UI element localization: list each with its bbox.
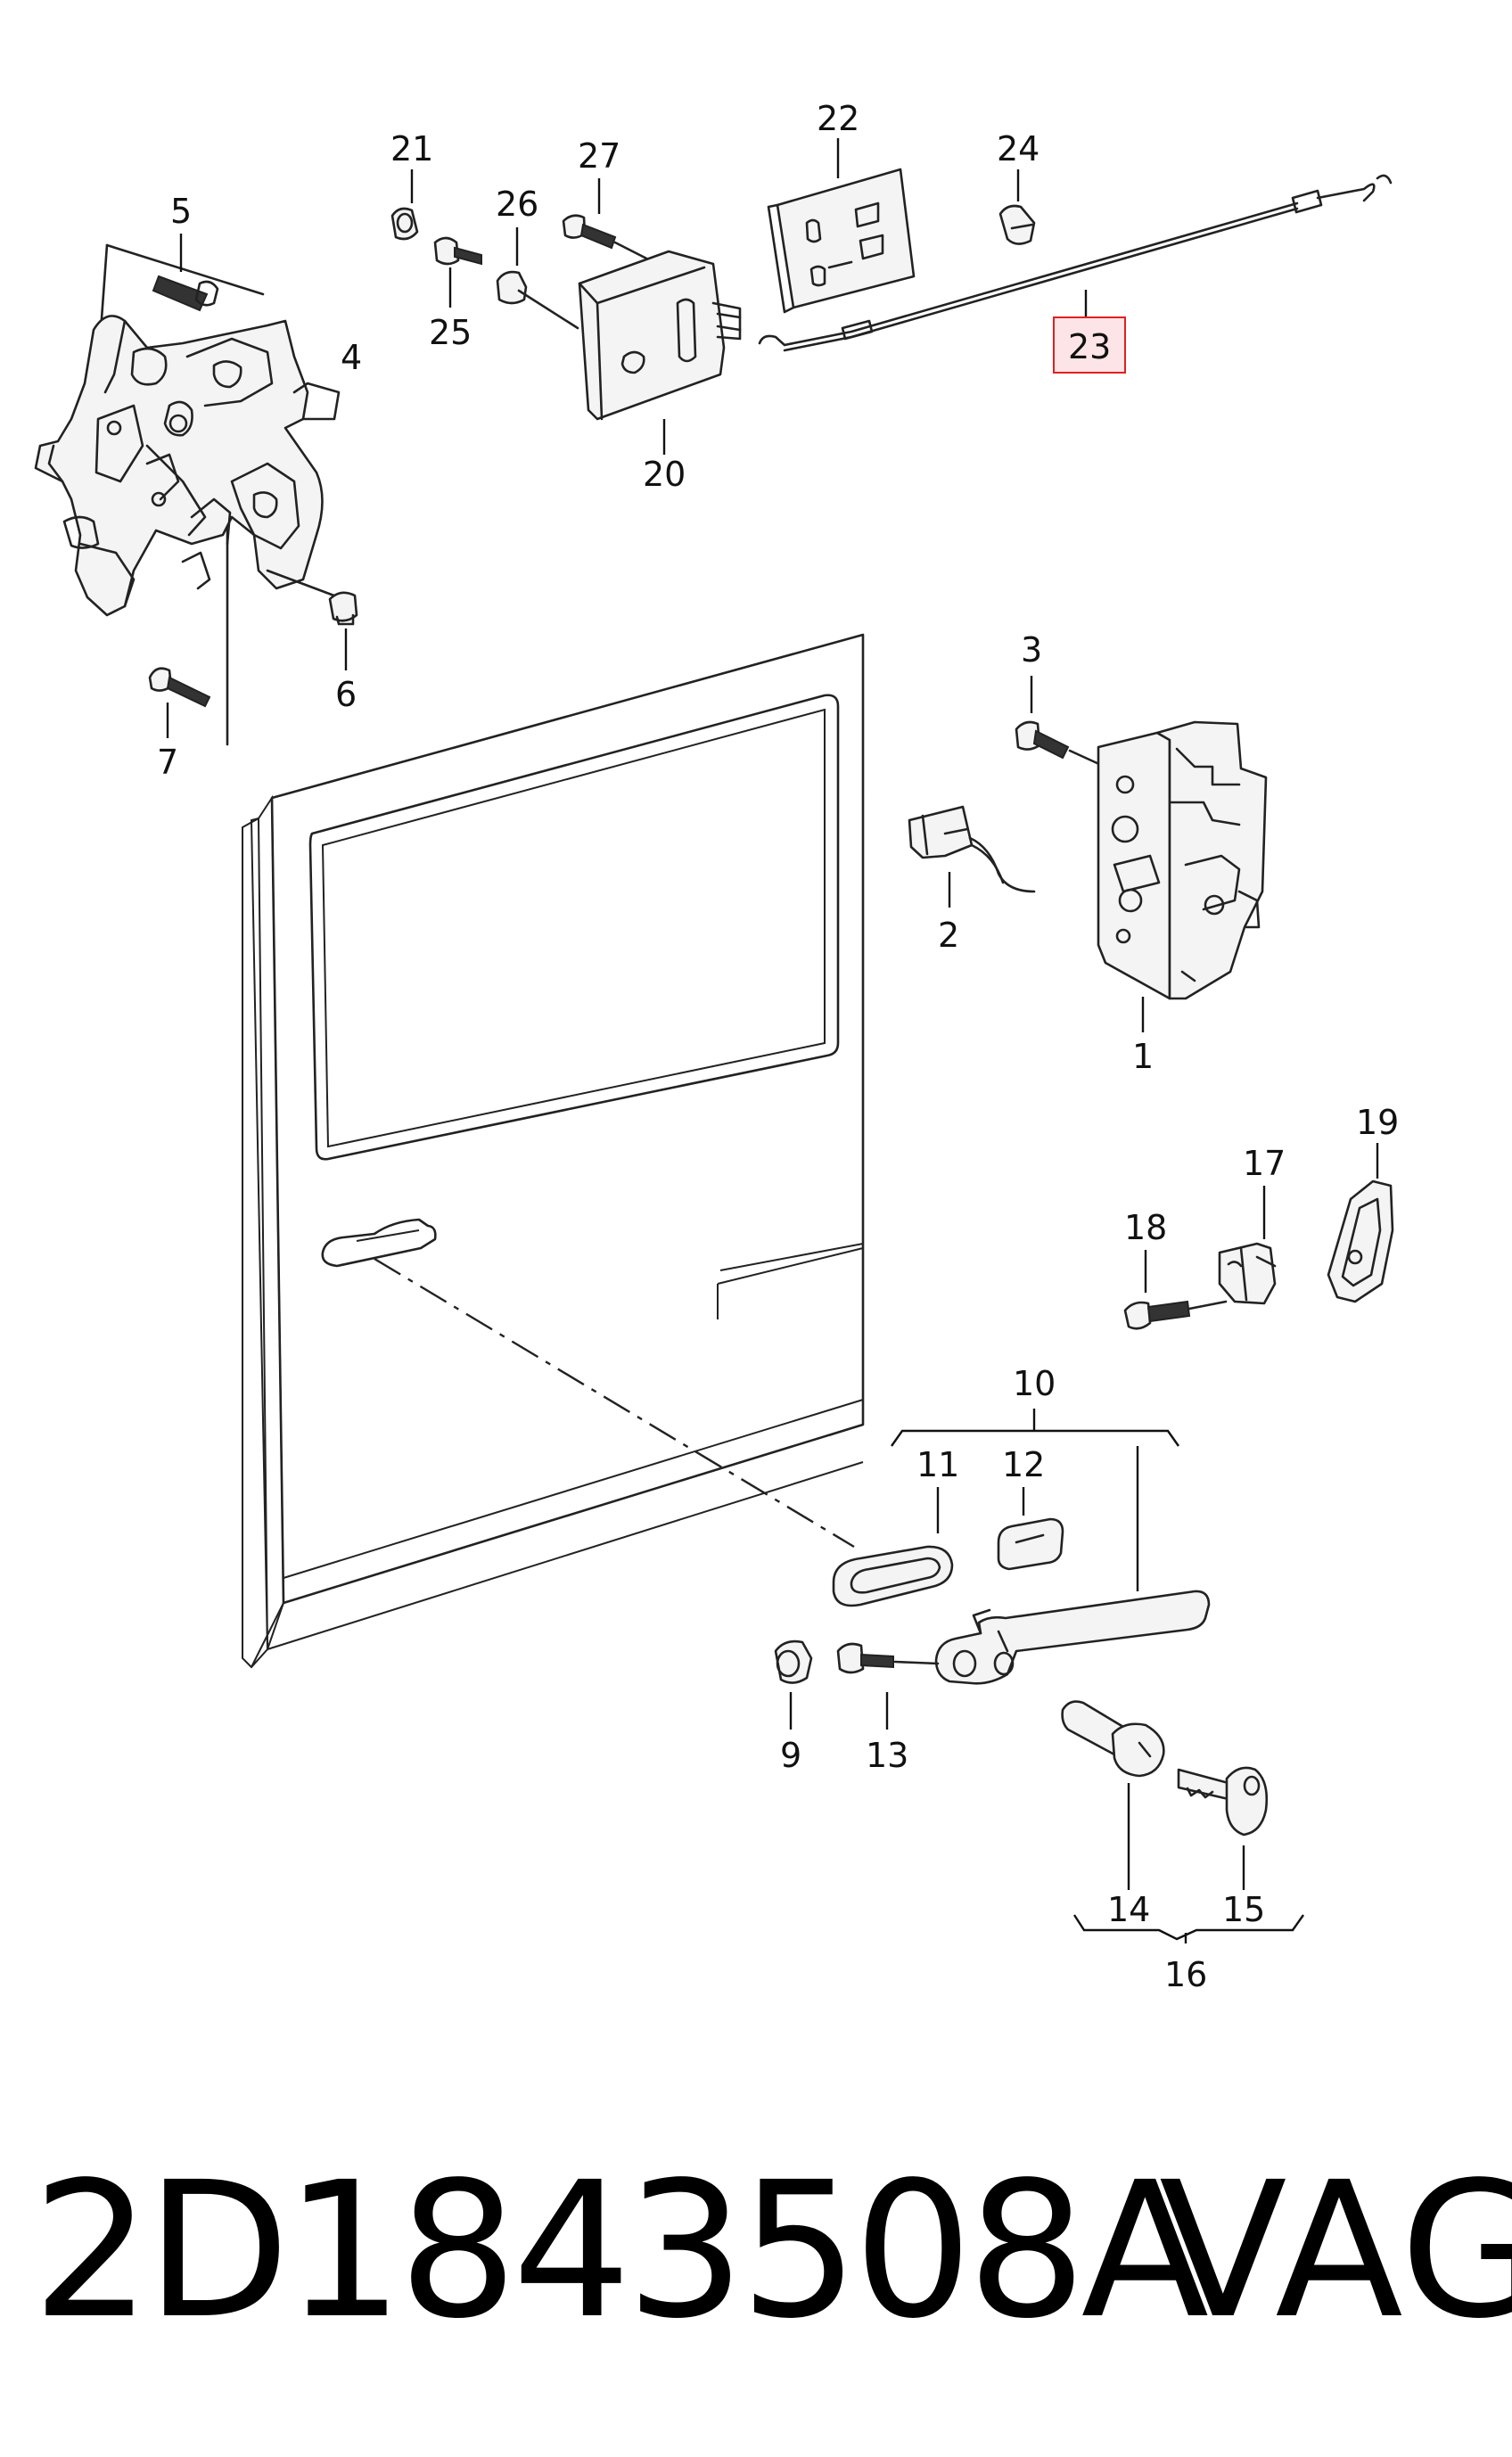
callout-23-highlight — [1053, 316, 1126, 374]
callout-22: 22 — [817, 99, 859, 138]
rear-lock-assembly — [34, 243, 341, 746]
callout-20: 20 — [643, 455, 686, 494]
callout-10: 10 — [1013, 1364, 1056, 1403]
callout-18: 18 — [1124, 1208, 1167, 1247]
callout-1: 1 — [1132, 1037, 1154, 1076]
callout-11: 11 — [916, 1445, 959, 1484]
callout-4: 4 — [341, 338, 362, 377]
screw-5 — [152, 234, 219, 312]
group-bracket-10 — [891, 1409, 1179, 1591]
callout-16: 16 — [1164, 1955, 1207, 1994]
group-bracket-16 — [1072, 1914, 1304, 1943]
cap-21 — [390, 169, 419, 241]
screw-13 — [836, 1642, 940, 1730]
nut-9 — [774, 1639, 813, 1730]
callout-27: 27 — [578, 136, 620, 176]
bracket-plate-22 — [767, 138, 916, 314]
handle-housing-20 — [578, 250, 742, 455]
bowden-cable-23 — [758, 174, 1393, 352]
highlight-box — [1053, 316, 1126, 374]
callout-13: 13 — [866, 1736, 908, 1775]
plug-26 — [496, 227, 579, 330]
clip-6 — [266, 569, 358, 670]
callout-3: 3 — [1021, 630, 1042, 670]
callout-26: 26 — [496, 185, 538, 224]
outer-handle — [934, 1590, 1211, 1685]
key-15 — [1177, 1766, 1269, 1890]
clip-24 — [998, 169, 1036, 245]
callout-25: 25 — [429, 313, 472, 352]
switch-2 — [908, 805, 1036, 908]
callout-14: 14 — [1107, 1890, 1150, 1929]
callout-9: 9 — [780, 1736, 801, 1775]
brand-name: VAG — [1159, 2141, 1512, 2360]
gasket-11 — [832, 1487, 954, 1607]
callout-17: 17 — [1243, 1144, 1286, 1183]
screw-27 — [562, 178, 666, 269]
pin-25 — [433, 236, 482, 308]
callout-5: 5 — [170, 192, 192, 231]
exploded-parts-diagram: 1 2 3 4 5 6 7 9 10 11 12 13 14 15 16 17 … — [34, 99, 1399, 1994]
part-number: 2D1843508A — [32, 2141, 1209, 2360]
screw-18 — [1123, 1250, 1228, 1330]
callout-19: 19 — [1356, 1103, 1399, 1142]
screw-3 — [1015, 676, 1103, 767]
callout-6: 6 — [335, 675, 357, 714]
callout-21: 21 — [390, 129, 433, 168]
seal-12 — [997, 1487, 1064, 1571]
callout-12: 12 — [1002, 1445, 1045, 1484]
sliding-door-panel — [242, 633, 865, 1669]
callout-23: 23 — [1068, 327, 1111, 366]
callout-2: 2 — [938, 916, 959, 955]
hinge-bracket-17 — [1218, 1186, 1277, 1305]
screw-7 — [148, 667, 211, 738]
gasket-19 — [1327, 1143, 1394, 1303]
callout-15: 15 — [1222, 1890, 1265, 1929]
lock-cylinder-14 — [1061, 1700, 1165, 1890]
callout-7: 7 — [157, 743, 178, 782]
front-lock-1 — [1097, 720, 1268, 1032]
callout-24: 24 — [997, 129, 1040, 168]
